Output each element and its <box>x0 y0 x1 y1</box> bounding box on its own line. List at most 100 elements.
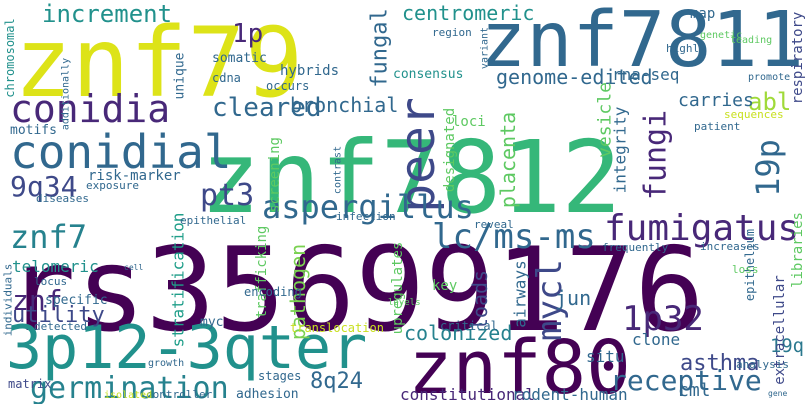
cloud-word: centromeric <box>402 1 534 25</box>
cloud-word: 8q24 <box>310 369 363 394</box>
cloud-word: screening <box>267 137 283 213</box>
cloud-word: znf7812 <box>200 119 621 236</box>
cloud-word: 3p12-3qter <box>6 313 367 383</box>
cloud-word: increases <box>700 240 760 253</box>
cloud-word: motifs <box>10 123 57 138</box>
cloud-word: contrast <box>333 146 344 194</box>
cloud-word: bronchial <box>290 93 398 117</box>
cloud-word: znf80 <box>408 325 631 404</box>
cloud-word: loss <box>732 263 759 276</box>
cloud-word: colonized <box>404 321 512 345</box>
cloud-word: vesicle <box>595 82 616 158</box>
cloud-word: key <box>432 278 457 294</box>
cloud-word: detected <box>34 320 87 333</box>
cloud-word: infection <box>336 210 396 223</box>
cloud-word: specific <box>45 293 108 308</box>
cloud-word: pathogen <box>286 244 310 340</box>
cloud-word: telomeric <box>12 257 99 276</box>
cloud-word: encoding <box>244 285 302 299</box>
cloud-word: isolated <box>104 390 152 401</box>
cloud-word: jun <box>555 286 591 310</box>
cloud-word: controller <box>146 388 213 401</box>
cloud-word: gene <box>768 389 787 398</box>
cloud-word: reveal <box>474 218 514 231</box>
cloud-word: integrity <box>611 106 630 193</box>
cloud-word: chromosomal <box>3 18 17 97</box>
cloud-word: designated <box>442 108 458 192</box>
cloud-word: carries <box>678 90 754 111</box>
cloud-word: conidia <box>10 87 170 131</box>
cloud-word: placenta <box>496 112 520 208</box>
cloud-word: unique <box>173 52 188 99</box>
cloud-word: promote <box>748 72 790 83</box>
cloud-word: extracellular <box>772 275 788 385</box>
cloud-word: znf7 <box>10 218 87 256</box>
cloud-word: map <box>690 6 715 22</box>
cloud-word: occurs <box>266 79 309 93</box>
cloud-word: 19q <box>770 336 804 357</box>
cloud-word: highly <box>666 42 706 55</box>
cloud-word: stratification <box>169 213 188 348</box>
cloud-word: rodent-human <box>512 385 628 404</box>
cloud-word: fumigatus <box>604 208 799 249</box>
cloud-word: znf <box>12 284 63 317</box>
cloud-word: 19p <box>749 139 787 197</box>
cloud-word: patient <box>694 120 740 133</box>
cloud-word: asthma <box>680 351 759 376</box>
cloud-word: fungal <box>368 8 393 87</box>
cloud-word: germination <box>30 371 229 404</box>
cloud-word: fungi <box>639 110 674 200</box>
cloud-word: utility <box>12 303 105 328</box>
cloud-word: aspergillus <box>262 188 474 226</box>
cloud-word: stages <box>258 369 301 383</box>
cloud-word: rna-seq <box>612 65 679 84</box>
cloud-word: trafficking <box>254 226 270 319</box>
cloud-word: znf7811 <box>480 0 804 85</box>
cloud-word: receptive <box>610 364 762 397</box>
cloud-word: somatic <box>212 51 267 66</box>
cloud-word: translocation <box>290 321 384 335</box>
cloud-word: cdna <box>212 71 241 85</box>
cloud-word: analysis <box>736 358 789 371</box>
cloud-word: pt3 <box>200 178 254 213</box>
cloud-word: situ <box>586 347 625 366</box>
cloud-word: region <box>432 26 472 39</box>
cloud-word: epithelial <box>180 214 246 227</box>
cloud-word: consensus <box>393 67 463 82</box>
cloud-word: znf79 <box>14 7 303 119</box>
cloud-word: locus <box>34 275 67 288</box>
cloud-word: 1p <box>232 19 263 49</box>
cloud-word: critical <box>440 319 498 333</box>
cloud-word: loads <box>468 270 492 330</box>
cloud-word: sequences <box>724 108 784 121</box>
cloud-word: upregulates <box>390 242 406 335</box>
cloud-word: growth <box>148 358 184 369</box>
cloud-word: peer <box>390 97 446 213</box>
cloud-word: abl <box>748 88 791 116</box>
cloud-word: diseases <box>36 192 89 205</box>
cloud-word: frequently <box>602 241 669 254</box>
cloud-word: myc <box>200 315 223 330</box>
cloud-word: genetic <box>700 30 742 41</box>
cloud-word: hybrids <box>280 63 339 79</box>
cloud-word: libraries <box>790 212 806 288</box>
cloud-word: rs35699176 <box>6 223 704 358</box>
cloud-word: exposure <box>86 179 139 192</box>
cloud-word: constitutional <box>400 385 535 404</box>
cloud-word: genome-edited <box>496 65 653 89</box>
cloud-word: clone <box>632 330 680 349</box>
cloud-word: loci <box>452 114 486 130</box>
cloud-word: adhesion <box>236 387 299 402</box>
cloud-word: cleared <box>212 93 322 123</box>
cloud-word: increment <box>42 0 172 28</box>
cloud-word: risk-marker <box>88 168 181 184</box>
cloud-word: variant <box>480 27 491 69</box>
cloud-word: cell <box>124 263 143 272</box>
cloud-word: 1p32 <box>622 299 704 339</box>
cloud-word: airways <box>511 260 530 327</box>
cloud-word: 9q34 <box>10 170 77 203</box>
cloud-word: mycl <box>530 259 570 341</box>
cloud-word: individuals <box>2 264 15 337</box>
cloud-word: leading <box>730 35 772 46</box>
